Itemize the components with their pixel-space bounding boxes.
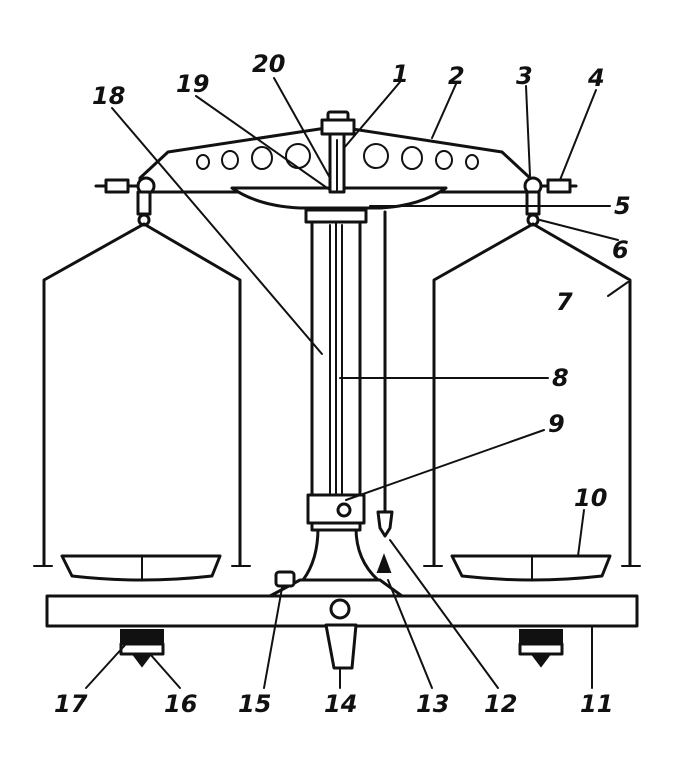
label-11: 11: [580, 690, 613, 718]
label-15: 15: [238, 690, 271, 718]
right-hanger: [525, 190, 541, 227]
label-7: 7: [556, 288, 573, 316]
label-12: 12: [484, 690, 517, 718]
label-10: 10: [574, 484, 607, 512]
column-flare: [301, 526, 380, 582]
right-tare-screw: [523, 176, 578, 196]
label-16: 16: [164, 690, 197, 718]
label-4: 4: [587, 64, 605, 92]
label-18: 18: [92, 82, 125, 110]
left-tare-screw: [94, 176, 156, 196]
right-leveling-foot: [518, 629, 564, 668]
label-3: 3: [516, 62, 533, 90]
label-17: 17: [54, 690, 88, 718]
label-20: 20: [252, 50, 285, 78]
left-hanger: [136, 190, 152, 227]
column-cap: [304, 208, 368, 224]
label-13: 13: [416, 690, 449, 718]
pointer-tip: [376, 510, 394, 538]
label-5: 5: [614, 192, 631, 220]
scale-mark: [376, 553, 392, 573]
label-19: 19: [176, 70, 209, 98]
arrest-knob: [324, 598, 358, 681]
left-leveling-foot: [119, 629, 165, 668]
label-2: 2: [448, 62, 465, 90]
label-8: 8: [552, 364, 569, 392]
label-6: 6: [612, 236, 629, 264]
central-knife-post: [320, 110, 356, 194]
label-14: 14: [324, 690, 357, 718]
label-1: 1: [392, 60, 409, 88]
right-stirrup: [432, 222, 632, 567]
beam-scale-plate: [230, 186, 448, 210]
label-9: 9: [548, 410, 565, 438]
leader-lines: [85, 77, 629, 689]
left-stirrup: [42, 222, 242, 567]
level-screw: [274, 570, 296, 588]
arrest-clamp: [306, 493, 366, 525]
